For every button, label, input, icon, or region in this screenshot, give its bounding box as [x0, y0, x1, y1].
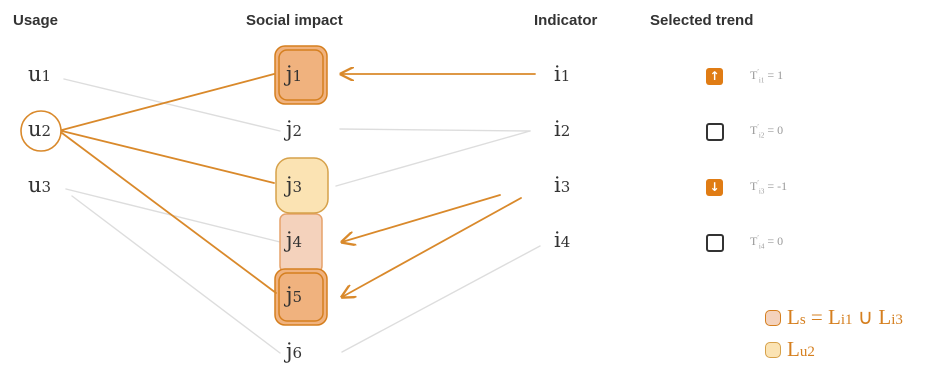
node-j5: j5: [286, 285, 302, 306]
node-index: 3: [560, 178, 571, 196]
node-index: 1: [292, 67, 303, 85]
edge-u3-j6: [71, 195, 281, 354]
edge-u1-j2: [63, 78, 281, 132]
trend-value: 0: [777, 234, 784, 248]
arrow-i3-j5: [342, 197, 522, 297]
edge-j3-i2: [335, 130, 531, 187]
header-indicator: Indicator: [534, 12, 598, 29]
node-u3: u3: [28, 175, 51, 196]
header-social-impact: Social impact: [246, 12, 343, 29]
node-letter: i: [554, 228, 561, 252]
node-index: 5: [292, 288, 303, 306]
arrow-down-icon[interactable]: ↓: [706, 179, 723, 196]
edge-u2-j5: [61, 132, 277, 294]
trend-value: 0: [777, 123, 784, 137]
node-index: 6: [292, 344, 303, 362]
node-index: 3: [41, 178, 52, 196]
node-index: 2: [560, 122, 571, 140]
node-i2: i2: [554, 119, 570, 140]
edge-j2-i2: [339, 128, 531, 132]
arrow-i3-j4: [342, 194, 501, 242]
node-letter: i: [554, 62, 561, 86]
node-i4: i4: [554, 230, 570, 251]
node-index: 4: [560, 233, 571, 251]
node-index: 1: [560, 67, 571, 85]
node-letter: u: [28, 173, 42, 197]
node-j3: j3: [286, 175, 302, 196]
arrow-up-icon[interactable]: ↑: [706, 68, 723, 85]
node-letter: i: [554, 117, 561, 141]
node-letter: u: [28, 62, 42, 86]
legend-swatch: [765, 310, 781, 326]
highlight-j5-inner: [278, 272, 324, 322]
legend-item-1: Ls = Li1 ∪ Li3: [765, 305, 903, 330]
highlight-j1-outer: [274, 45, 328, 105]
node-letter: u: [28, 117, 42, 141]
highlight-u2: [20, 110, 62, 152]
highlight-j3: [275, 157, 329, 214]
edge-u2-j3: [61, 130, 275, 184]
empty-checkbox-icon[interactable]: [706, 234, 724, 252]
node-letter: j: [286, 283, 293, 307]
edge-j6-i4: [341, 245, 541, 353]
empty-checkbox-icon[interactable]: [706, 123, 724, 141]
node-letter: i: [554, 173, 561, 197]
node-u1: u1: [28, 64, 51, 85]
highlight-j1-inner: [278, 49, 324, 101]
trend-label-i2: T′i2 = 0: [750, 123, 784, 140]
node-index: 3: [292, 178, 303, 196]
node-j2: j2: [286, 119, 302, 140]
node-letter: j: [286, 228, 293, 252]
trend-value: -1: [777, 179, 788, 193]
node-letter: j: [286, 173, 293, 197]
highlight-j5-outer: [274, 268, 328, 326]
node-index: 1: [41, 67, 52, 85]
node-index: 4: [292, 233, 303, 251]
edge-u2-j1: [61, 73, 275, 131]
node-j6: j6: [286, 341, 302, 362]
legend-item-2: Lu2: [765, 337, 815, 362]
trend-label-i1: T′i1 = 1: [750, 68, 784, 85]
node-i3: i3: [554, 175, 570, 196]
node-letter: j: [286, 117, 293, 141]
node-j4: j4: [286, 230, 302, 251]
node-index: 2: [41, 122, 52, 140]
trend-label-i3: T′i3 = -1: [750, 179, 788, 196]
header-selected-trend: Selected trend: [650, 12, 754, 29]
node-index: 2: [292, 122, 303, 140]
node-i1: i1: [554, 64, 570, 85]
legend-swatch: [765, 342, 781, 358]
trend-label-i4: T′i4 = 0: [750, 234, 784, 251]
node-letter: j: [286, 339, 293, 363]
trend-value: 1: [777, 68, 784, 82]
node-j1: j1: [286, 64, 302, 85]
node-letter: j: [286, 62, 293, 86]
node-u2: u2: [28, 119, 51, 140]
header-usage: Usage: [13, 12, 59, 29]
